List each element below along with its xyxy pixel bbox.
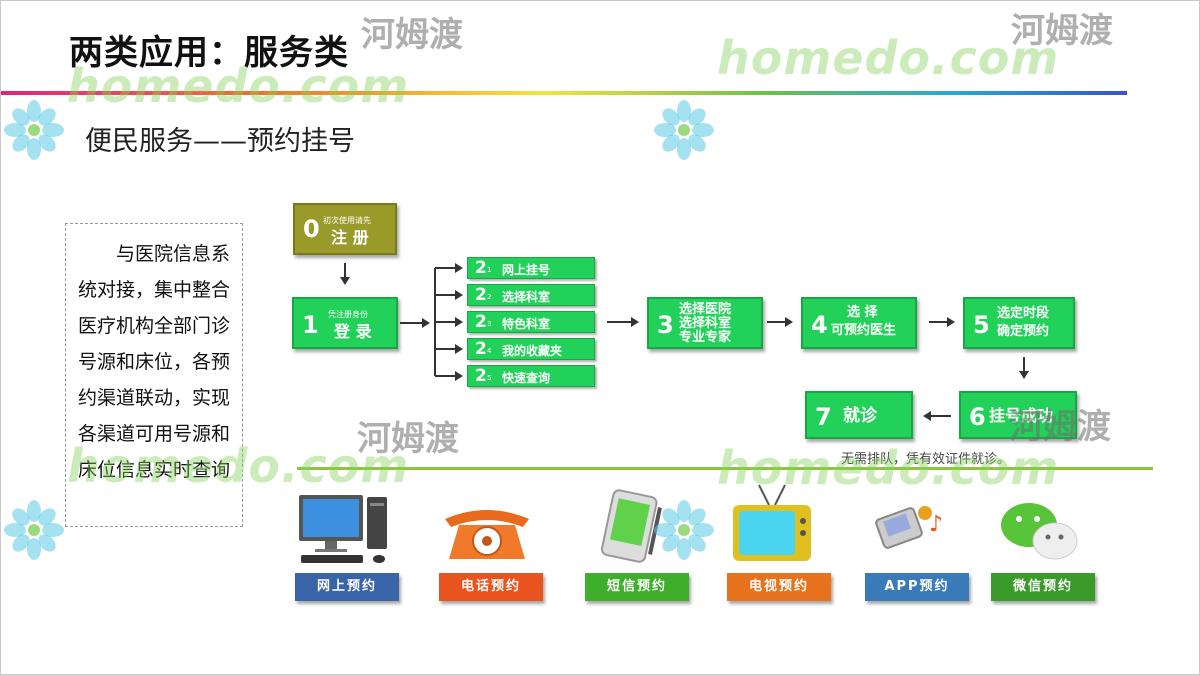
channel-label: 短信预约 <box>606 579 667 594</box>
step-2-option: 2 4 我的收藏夹 <box>467 338 595 360</box>
step-7-visit: 7 就诊 <box>805 391 913 439</box>
arrow-to-2-4 <box>435 344 463 354</box>
step-2-number: 2 <box>475 339 487 359</box>
watermark-latin: homedo.com <box>717 31 1060 85</box>
arrow-6-7 <box>923 411 951 421</box>
arrow-1-2 <box>400 318 430 328</box>
step-1-caption: 凭注册身份 <box>328 310 368 319</box>
step-4-line1: 选 择 <box>847 305 878 320</box>
watermark-flower-icon <box>654 500 714 560</box>
step-2-index: 3 <box>487 320 492 328</box>
step-1-label: 登 录 <box>334 322 372 341</box>
step-3-line3: 专业专家 <box>679 330 732 345</box>
step-3-line2: 选择科室 <box>679 316 732 331</box>
step-4-number: 4 <box>811 311 828 339</box>
arrow-0-1 <box>340 263 350 285</box>
description-text: 与医院信息系统对接，集中整合医疗机构全部门诊号源和床位，各预约渠道联动，实现各渠… <box>78 243 231 481</box>
watermark-flower-icon <box>654 100 714 160</box>
step-5-line1: 选定时段 <box>997 306 1050 321</box>
mobile-app-icon: ♪ <box>875 506 943 549</box>
step-2-label: 选择科室 <box>502 290 551 304</box>
arrow-to-2-5 <box>435 371 463 381</box>
step-7-number: 7 <box>815 403 832 431</box>
step-6-label: 挂号成功 <box>989 406 1054 425</box>
step-2-label: 特色科室 <box>502 317 551 331</box>
watermark-latin: homedo.com <box>717 441 1060 495</box>
arrow-to-2-1 <box>435 263 463 273</box>
step-6-number: 6 <box>969 403 986 431</box>
step-3-line1: 选择医院 <box>679 302 732 317</box>
arrow-2-3 <box>607 317 639 327</box>
step-2-index: 4 <box>487 347 492 355</box>
step-2-number: 2 <box>475 285 487 305</box>
green-divider <box>297 467 1153 470</box>
channel-label: 电话预约 <box>460 579 521 594</box>
watermark-flower-icon <box>4 500 64 560</box>
channel-app: APP预约 <box>865 573 969 601</box>
step-3-number: 3 <box>657 311 674 339</box>
slide-subtitle: 便民服务——预约挂号 <box>85 126 355 157</box>
step-2-option: 2 1 网上挂号 <box>467 257 595 279</box>
step-5-line2: 确定预约 <box>997 324 1050 339</box>
step-1-login: 1 凭注册身份 登 录 <box>292 297 398 349</box>
step-0-caption: 初次使用请先 <box>323 216 371 225</box>
arrow-5-6 <box>1019 357 1029 379</box>
channel-label: 网上预约 <box>316 579 377 594</box>
channel-online: 网上预约 <box>295 573 399 601</box>
channel-label: 电视预约 <box>748 579 809 594</box>
step-7-label: 就诊 <box>843 406 877 426</box>
channel-label: 微信预约 <box>1012 579 1073 594</box>
channel-phone: 电话预约 <box>439 573 543 601</box>
arrow-to-2-3 <box>435 317 463 327</box>
step-2-option: 2 2 选择科室 <box>467 284 595 306</box>
step-0-register: 0 初次使用请先 注 册 <box>293 203 397 255</box>
channel-tv: 电视预约 <box>727 573 831 601</box>
step-0-number: 0 <box>303 215 320 243</box>
phone-sms-icon <box>600 489 662 563</box>
step-0-label: 注 册 <box>331 228 369 247</box>
watermark-latin: homedo.com <box>67 59 410 113</box>
watermark-latin: homedo.com <box>67 439 410 493</box>
step-1-number: 1 <box>302 311 319 339</box>
step-4-line2: 可预约医生 <box>831 323 897 338</box>
tv-icon <box>733 484 811 561</box>
flow-note: 无需排队，凭有效证件就诊。 <box>841 452 1011 467</box>
step-2-index: 2 <box>487 293 492 301</box>
step-5-confirm-time: 5 选定时段 确定预约 <box>963 297 1075 349</box>
channel-wechat: 微信预约 <box>991 573 1095 601</box>
watermark-cn: 河姆渡 <box>1011 11 1113 51</box>
step-2-label: 网上挂号 <box>502 263 551 277</box>
arrow-to-2-2 <box>435 290 463 300</box>
step-2-number: 2 <box>475 366 487 386</box>
step-6-success: 6 挂号成功 <box>959 391 1077 439</box>
channel-sms: 短信预约 <box>585 573 689 601</box>
channel-label: APP预约 <box>884 579 950 594</box>
computer-icon <box>299 495 387 563</box>
watermark-cn: 河姆渡 <box>361 15 463 55</box>
description-box: 与医院信息系统对接，集中整合医疗机构全部门诊号源和床位，各预约渠道联动，实现各渠… <box>65 223 243 527</box>
watermark-cn: 河姆渡 <box>1009 407 1111 447</box>
step-2-number: 2 <box>475 258 487 278</box>
telephone-icon <box>445 510 529 559</box>
arrow-3-4 <box>767 317 793 327</box>
step-2-label: 快速查询 <box>502 371 551 385</box>
step-2-index: 1 <box>487 266 492 274</box>
step-2-number: 2 <box>475 312 487 332</box>
slide-title: 两类应用：服务类 <box>69 33 349 73</box>
rainbow-divider <box>1 91 1127 95</box>
step-2-option: 2 5 快速查询 <box>467 365 595 387</box>
step-3-select-hospital: 3 选择医院 选择科室 专业专家 <box>647 297 763 349</box>
watermark-cn: 河姆渡 <box>357 419 459 459</box>
step-2-index: 5 <box>487 374 492 382</box>
step-2-label: 我的收藏夹 <box>502 344 563 358</box>
arrow-4-5 <box>929 317 955 327</box>
wechat-icon <box>1001 503 1078 560</box>
step-2-option: 2 3 特色科室 <box>467 311 595 333</box>
step-4-select-doctor: 4 选 择 可预约医生 <box>801 297 917 349</box>
step-5-number: 5 <box>973 311 990 339</box>
svg-text:♪: ♪ <box>929 512 943 537</box>
watermark-flower-icon <box>4 100 64 160</box>
